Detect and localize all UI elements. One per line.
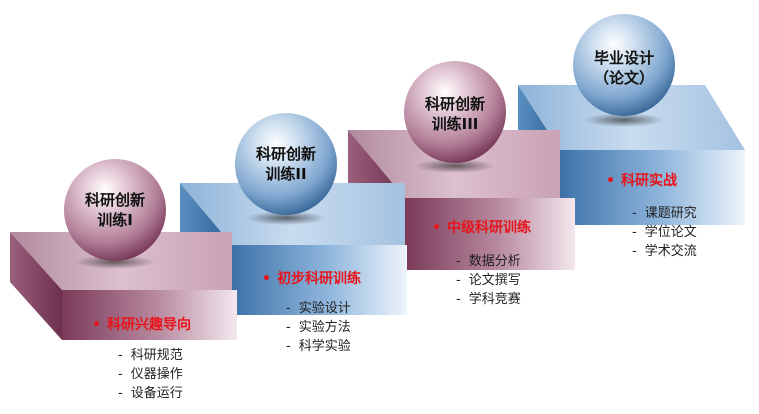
stage-3-title: •中级科研训练: [432, 220, 531, 236]
list-item: -学科竞赛: [456, 292, 521, 307]
list-item: -数据分析: [456, 254, 521, 269]
ball-3: [404, 61, 506, 163]
list-item: -仪器操作: [118, 367, 183, 382]
stage-3-items: -数据分析 -论文撰写 -学科竞赛: [456, 252, 521, 309]
stage-2-title: •初步科研训练: [262, 271, 361, 287]
ball-1-shadow: [75, 255, 155, 269]
step-4: [518, 85, 745, 225]
ball-1: [64, 159, 166, 261]
stage-1-items: -科研规范 -仪器操作 -设备运行: [118, 346, 183, 403]
stage-2-items: -实验设计 -实验方法 -科学实验: [286, 299, 351, 356]
list-item: -学位论文: [632, 225, 697, 240]
ball-4: [573, 14, 675, 116]
list-item: -科学实验: [286, 339, 351, 354]
list-item: -课题研究: [632, 206, 697, 221]
ball-2: [235, 113, 337, 215]
ball-4-shadow: [584, 113, 664, 127]
list-item: -实验方法: [286, 320, 351, 335]
stage-1-title: •科研兴趣导向: [92, 317, 191, 333]
ball-3-label: 科研创新训练III: [424, 95, 485, 133]
list-item: -论文撰写: [456, 273, 521, 288]
ball-4-label: 毕业设计（论文）: [593, 49, 654, 87]
stage-4-items: -课题研究 -学位论文 -学术交流: [632, 204, 697, 261]
list-item: -实验设计: [286, 301, 351, 316]
ball-2-label: 科研创新训练II: [255, 145, 316, 183]
list-item: -科研规范: [118, 348, 183, 363]
stage-4-title: •科研实战: [606, 173, 677, 189]
ball-3-shadow: [415, 159, 495, 173]
ball-2-shadow: [246, 211, 326, 225]
step-1: [10, 232, 237, 340]
list-item: -学术交流: [632, 244, 697, 259]
list-item: -设备运行: [118, 386, 183, 401]
ball-1-label: 科研创新训练I: [84, 191, 145, 229]
